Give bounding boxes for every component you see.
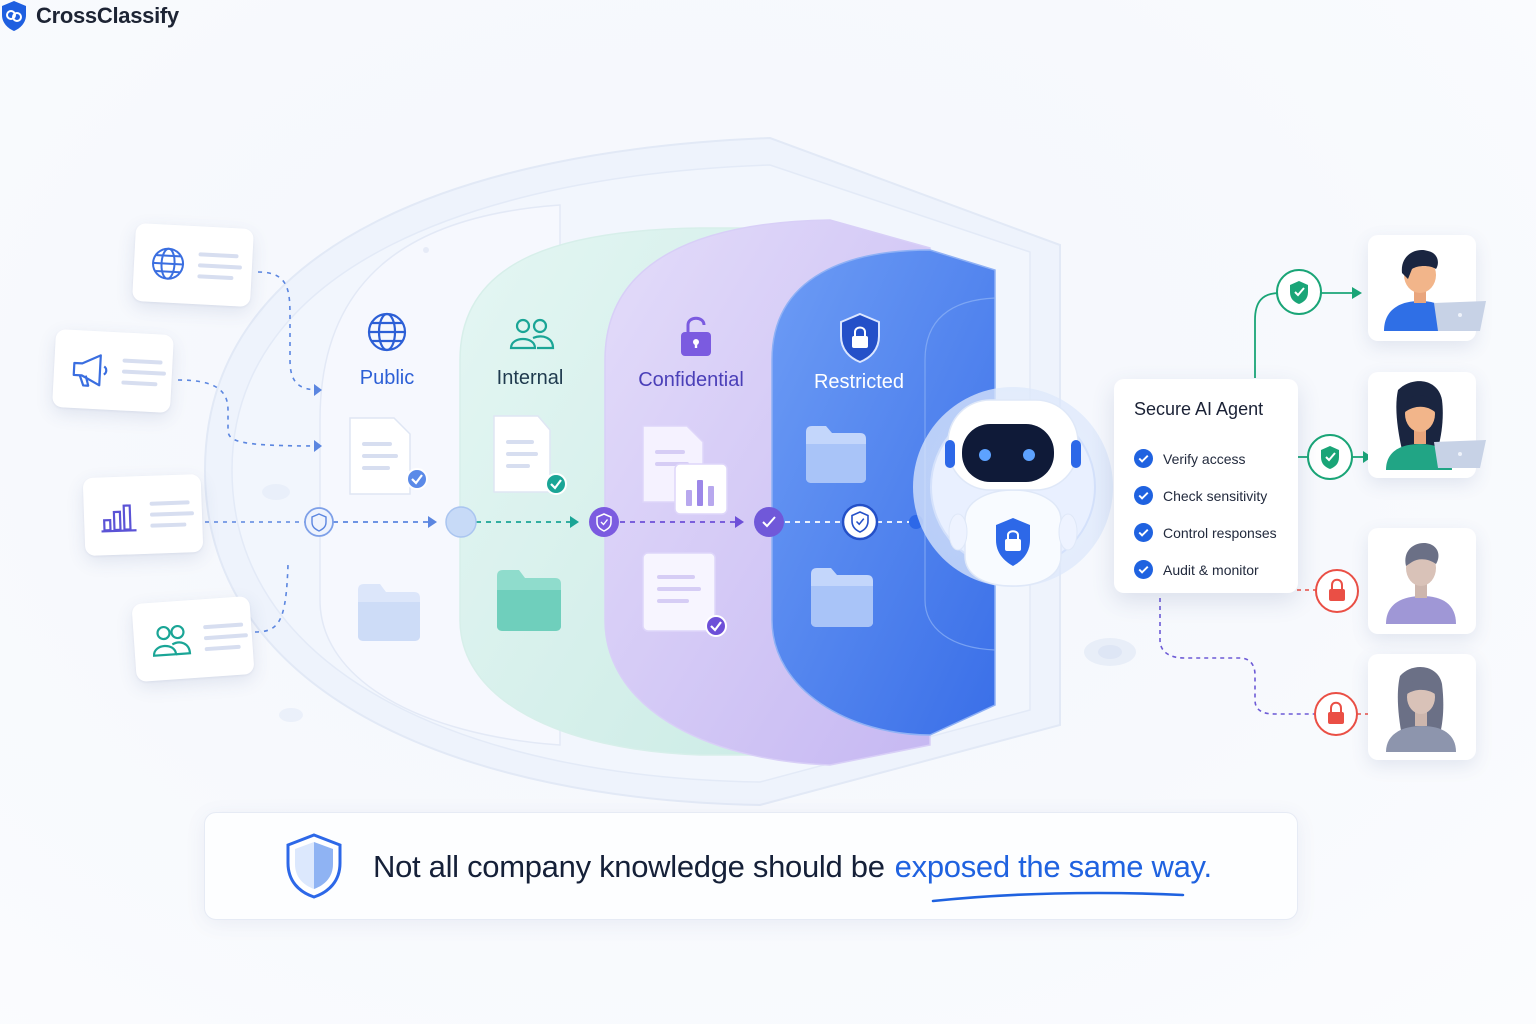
- globe-icon: [152, 247, 185, 280]
- folder-icon: [358, 584, 420, 641]
- check-item: Verify access: [1134, 440, 1298, 477]
- check-item: Control responses: [1134, 514, 1298, 551]
- bar-chart-icon: [101, 504, 137, 533]
- check-circle-icon: [1134, 560, 1153, 579]
- shield-lock-icon: [840, 312, 880, 364]
- shield-check-icon: [1276, 269, 1322, 315]
- user-card-denied: [1368, 528, 1476, 634]
- check-label: Check sensitivity: [1163, 487, 1268, 504]
- tagline-banner: Not all company knowledge should be expos…: [204, 812, 1298, 920]
- check-node: [754, 507, 784, 537]
- brand-name: CrossClassify: [36, 3, 179, 28]
- user-with-laptop-avatar: [1384, 249, 1486, 331]
- check-label: Verify access: [1163, 450, 1246, 467]
- flow-node: [445, 506, 477, 538]
- shield-check-node: [841, 503, 879, 541]
- folder-icon: [497, 570, 561, 631]
- document-icon: [642, 552, 727, 637]
- check-label: Audit & monitor: [1163, 561, 1259, 578]
- folder-icon: [811, 568, 873, 627]
- user-avatar: [1386, 542, 1456, 624]
- shield-check-icon: [1307, 434, 1353, 480]
- source-card-analytics: [82, 473, 204, 557]
- underline-swoosh: [931, 891, 1185, 903]
- robot-agent-icon: [913, 387, 1113, 587]
- padlock-icon: [681, 316, 711, 356]
- user-card-denied: [1368, 654, 1476, 760]
- check-label: Control responses: [1163, 524, 1277, 541]
- tagline-main: Not all company knowledge should be: [373, 849, 885, 884]
- check-circle-icon: [1134, 523, 1153, 542]
- source-connectors: [177, 271, 321, 633]
- folder-icon: [806, 426, 866, 483]
- document-icon: [493, 415, 567, 495]
- check-circle-icon: [1134, 486, 1153, 505]
- shield-link-icon: [2, 1, 26, 31]
- shield-check-node: [304, 507, 334, 537]
- tagline: Not all company knowledge should be expos…: [373, 849, 1212, 885]
- shield-check-node: [589, 507, 619, 537]
- secure-ai-agent-card: Secure AI Agent Verify access Check sens…: [1114, 379, 1298, 593]
- tagline-accent: exposed the same way.: [894, 849, 1212, 884]
- user-card-allowed: [1368, 235, 1486, 341]
- user-with-laptop-avatar: [1386, 381, 1486, 470]
- report-chart-icon: [674, 463, 728, 515]
- agent-title: Secure AI Agent: [1134, 399, 1264, 419]
- megaphone-icon: [72, 354, 108, 387]
- user-avatar: [1386, 666, 1456, 752]
- lock-icon: [1315, 569, 1359, 613]
- tier-label-restricted: Restricted: [813, 371, 905, 393]
- check-item: Audit & monitor: [1134, 551, 1298, 588]
- check-circle-icon: [1134, 449, 1153, 468]
- source-card-web: [132, 222, 254, 308]
- lock-icon: [1314, 692, 1358, 736]
- source-card-marketing: [52, 328, 174, 414]
- tier-label-internal: Internal: [496, 367, 564, 389]
- shield-icon: [286, 833, 342, 899]
- access-connectors: [1159, 292, 1370, 715]
- brand-header: CrossClassify: [0, 0, 1536, 32]
- tier-label-confidential: Confidential: [638, 369, 744, 391]
- tier-label-public: Public: [359, 367, 415, 389]
- users-icon: [152, 624, 192, 657]
- users-icon: [509, 318, 555, 350]
- user-card-allowed: [1368, 372, 1486, 478]
- source-card-team: [131, 595, 255, 683]
- check-item: Check sensitivity: [1134, 477, 1298, 514]
- document-icon: [349, 417, 428, 495]
- globe-icon: [367, 312, 407, 352]
